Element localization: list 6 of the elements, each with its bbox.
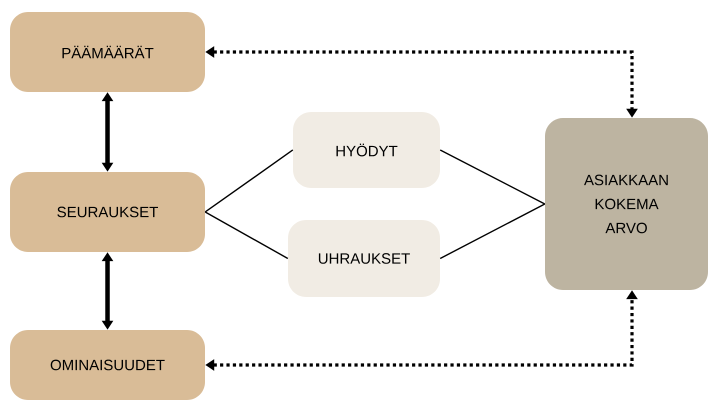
- process-box: ASIAKKAAN KOKEMA ARVO: [545, 118, 708, 290]
- process-box: PÄÄMÄÄRÄT: [10, 12, 205, 92]
- process-box: OMINAISUUDET: [10, 330, 205, 400]
- process-box: HYÖDYT: [293, 112, 440, 188]
- process-box: SEURAUKSET: [10, 172, 205, 252]
- process-box: UHRAUKSET: [288, 220, 440, 297]
